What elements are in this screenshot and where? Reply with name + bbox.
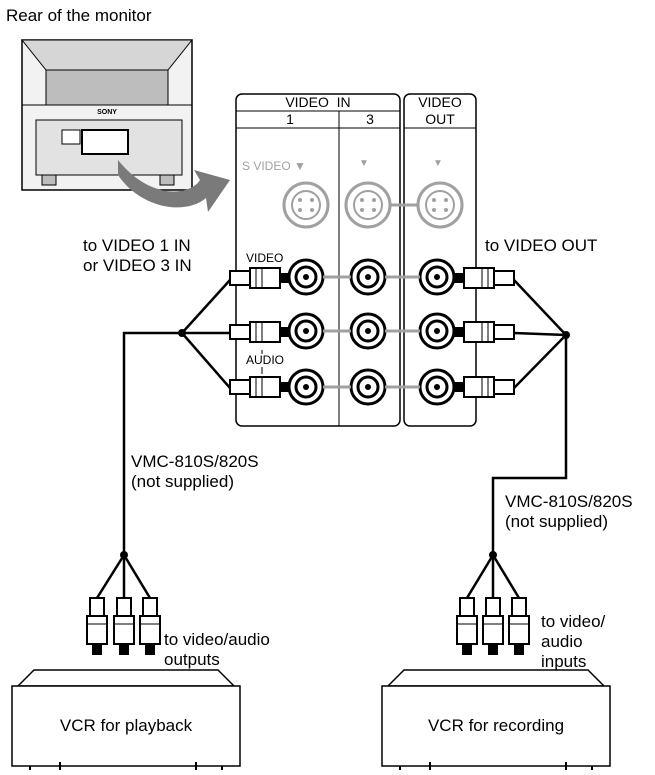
rca-jack [349,312,387,350]
rca-jack-grid [287,258,456,406]
vcr-recording-box [381,669,611,770]
right-plugs-label-line1: to video/ [541,612,606,631]
video-jack-label: VIDEO [246,251,283,265]
right-plugs-label-line2: audio [541,632,583,651]
rca-jack [287,258,325,296]
svideo-arrow-out: ▼ [433,158,443,169]
rca-jack [349,368,387,406]
pointer-arrow [118,160,230,212]
monitor-caption: Rear of the monitor [6,6,152,25]
to-video-in-label-line1: to VIDEO 1 IN [83,236,191,255]
left-rca-plugs [229,267,290,398]
input-3-label: 3 [366,111,374,127]
vcr-recording-label: VCR for recording [427,716,565,735]
internal-links [323,275,420,389]
rca-jack [349,258,387,296]
connector-panel: VIDEO IN 1 3 VIDEO OUT S VIDEO ▼ ▼ ▼ VID [235,93,477,427]
audio-jack-label: AUDIO [246,353,284,367]
left-plugs-label-line1: to video/audio [164,630,270,649]
vcr-playback-label: VCR for playback [59,716,193,735]
video-in-header: VIDEO IN [285,94,350,110]
svideo-jack-3 [344,181,392,229]
vcr-playback-box [11,669,241,770]
monitor-rear-illustration: SONY [20,39,194,191]
right-rca-plugs [454,267,515,398]
left-plug-fan [86,551,161,655]
to-video-in-label-line2: or VIDEO 3 IN [83,256,192,275]
right-cable [491,279,568,555]
rca-jack [287,312,325,350]
right-cable-note: (not supplied) [505,512,609,531]
left-cable-model: VMC-810S/820S [131,452,259,471]
rca-jack [418,368,456,406]
right-cable-junction [562,331,570,339]
rca-jack [418,258,456,296]
svideo-jack-1 [282,181,330,229]
to-video-out-label: to VIDEO OUT [485,236,598,255]
rca-jack [418,312,456,350]
left-plugs-label-line2: outputs [164,650,220,669]
left-cable [122,279,231,555]
left-cable-note: (not supplied) [131,472,235,491]
video-out-header-line2: OUT [425,111,455,127]
left-cable-junction [178,329,186,337]
rca-jack [287,368,325,406]
svideo-jack-out [416,181,464,229]
right-cable-model: VMC-810S/820S [505,492,633,511]
right-plug-fan [456,551,530,655]
right-plugs-label-line3: inputs [541,652,587,671]
video-out-header-line1: VIDEO [418,94,462,110]
svideo-arrow-3: ▼ [359,158,369,169]
monitor-brand: SONY [97,109,117,116]
svideo-label: S VIDEO ▼ [242,159,306,173]
input-1-label: 1 [286,111,294,127]
